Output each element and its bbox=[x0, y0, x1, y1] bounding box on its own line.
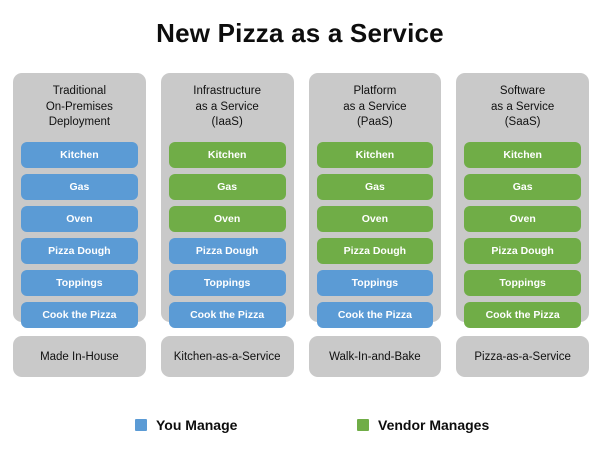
column-caption: Pizza-as-a-Service bbox=[456, 336, 589, 377]
panel-header-line: Traditional bbox=[52, 85, 107, 97]
layer-chip: Oven bbox=[21, 206, 138, 232]
column-caption: Walk-In-and-Bake bbox=[308, 336, 442, 377]
blue-swatch-icon bbox=[135, 419, 147, 431]
layer-chip: Pizza Dough bbox=[21, 238, 138, 264]
panel-header: Platform as a Service (PaaS) bbox=[317, 84, 434, 136]
green-swatch-icon bbox=[357, 419, 369, 431]
panel-header-line: (SaaS) bbox=[504, 116, 541, 128]
layer-chip: Pizza Dough bbox=[168, 238, 286, 264]
layer-chip: Gas bbox=[316, 174, 434, 200]
layer-chip: Toppings bbox=[21, 270, 138, 296]
layer-chip: Cook the Pizza bbox=[21, 302, 138, 328]
layer-chip: Kitchen bbox=[316, 142, 434, 168]
layer-chip: Pizza Dough bbox=[316, 238, 434, 264]
layer-chip: Toppings bbox=[168, 270, 286, 296]
layer-chip: Kitchen bbox=[168, 142, 286, 168]
layer-chip: Toppings bbox=[464, 270, 581, 296]
panel-header: Software as a Service (SaaS) bbox=[464, 84, 581, 136]
layer-chip: Oven bbox=[168, 206, 286, 232]
legend-label-you-manage: You Manage bbox=[156, 417, 238, 433]
panel-header: Infrastructure as a Service (IaaS) bbox=[169, 84, 286, 136]
panel-header-line: (IaaS) bbox=[211, 116, 243, 128]
layer-chip: Cook the Pizza bbox=[168, 302, 286, 328]
panel-header-line: as a Service bbox=[343, 100, 407, 113]
panel-header-line: (PaaS) bbox=[356, 116, 393, 128]
layer-chip: Kitchen bbox=[21, 142, 138, 168]
panel-header-line: Platform bbox=[353, 85, 397, 97]
panel-header-line: as a Service bbox=[490, 100, 555, 113]
legend-item-you-manage: You Manage bbox=[135, 417, 237, 433]
panel-header-line: as a Service bbox=[195, 100, 259, 113]
page-title: New Pizza as a Service bbox=[156, 18, 444, 48]
layer-chip: Gas bbox=[21, 174, 138, 200]
panel-header-line: On-Premises bbox=[45, 100, 113, 113]
legend-label-vendor-manages: Vendor Manages bbox=[378, 417, 490, 433]
panel-header-line: Deployment bbox=[48, 116, 111, 128]
panel-header-line: Infrastructure bbox=[193, 85, 261, 97]
layer-chip: Gas bbox=[168, 174, 286, 200]
layer-chip: Oven bbox=[464, 206, 581, 232]
legend-item-vendor-manages: Vendor Manages bbox=[357, 417, 489, 433]
layer-chip: Oven bbox=[316, 206, 434, 232]
layer-chip: Gas bbox=[464, 174, 581, 200]
layer-chip: Pizza Dough bbox=[464, 238, 581, 264]
panel-header-line: Software bbox=[499, 85, 546, 97]
layer-chip: Cook the Pizza bbox=[316, 302, 434, 328]
column-caption: Made In-House bbox=[13, 336, 146, 377]
layer-chip: Cook the Pizza bbox=[464, 302, 581, 328]
column-caption: Kitchen-as-a-Service bbox=[160, 336, 294, 377]
layer-chip: Toppings bbox=[316, 270, 434, 296]
layer-chip: Kitchen bbox=[464, 142, 581, 168]
